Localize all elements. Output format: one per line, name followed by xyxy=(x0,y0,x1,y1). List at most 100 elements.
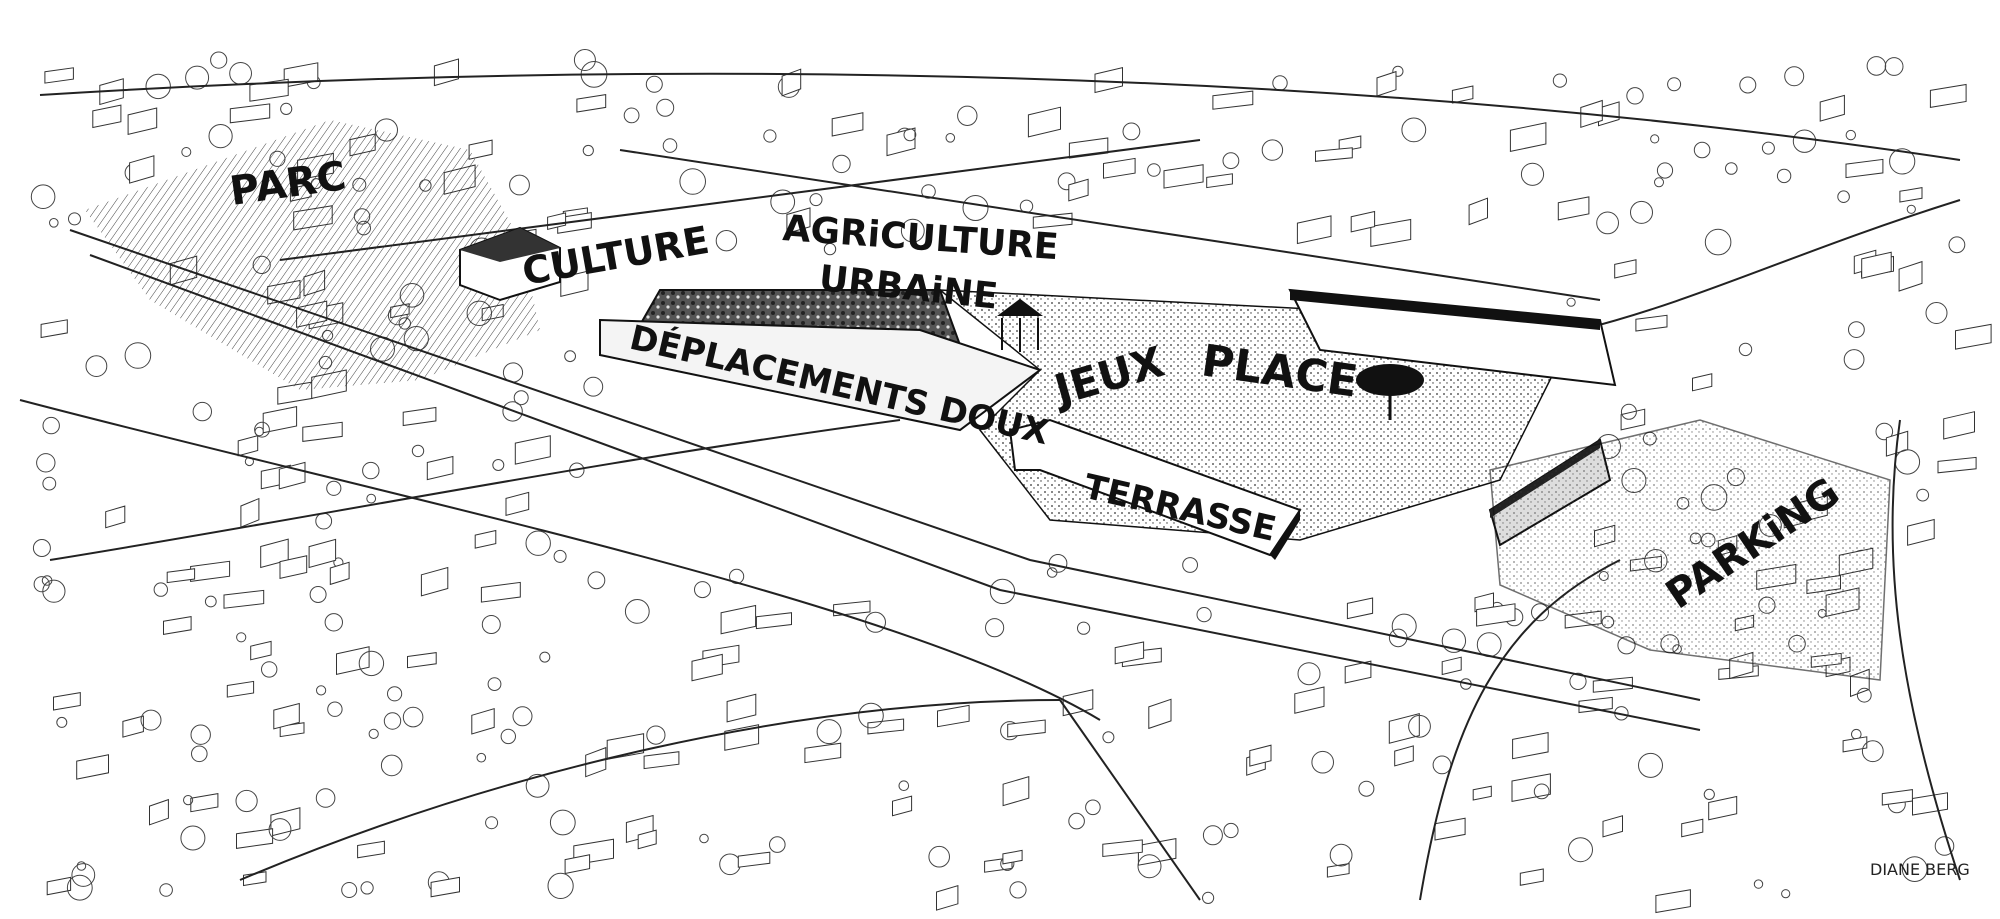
tree-mark xyxy=(564,350,576,363)
tree-mark xyxy=(985,618,1005,638)
tree-mark xyxy=(254,421,270,438)
tree-mark xyxy=(192,401,213,422)
tree-mark xyxy=(1147,163,1161,177)
tree-mark xyxy=(362,461,380,480)
tree-mark xyxy=(573,49,596,71)
tree-mark xyxy=(858,702,884,729)
house-mark xyxy=(1068,178,1089,202)
tree-mark xyxy=(159,883,173,897)
tree-mark xyxy=(153,582,169,597)
tree-mark xyxy=(42,579,66,603)
tree-mark xyxy=(549,809,576,836)
tree-mark xyxy=(928,845,951,868)
house-mark xyxy=(407,652,437,669)
house-mark xyxy=(262,405,298,434)
tree-mark xyxy=(33,576,50,593)
tree-mark xyxy=(380,754,403,777)
artist-signature: DIANE BERG xyxy=(1870,860,1970,879)
house-mark xyxy=(691,653,723,682)
tree-mark xyxy=(1948,236,1966,254)
tree-mark xyxy=(500,728,516,745)
house-mark xyxy=(1002,849,1023,865)
house-mark xyxy=(1476,603,1516,627)
house-mark xyxy=(433,58,459,87)
tree-mark xyxy=(68,212,81,226)
tree-mark xyxy=(1057,172,1076,191)
house-mark xyxy=(273,702,300,730)
tree-mark xyxy=(945,133,956,143)
house-mark xyxy=(867,718,905,735)
house-mark xyxy=(229,103,271,124)
tree-mark xyxy=(124,342,152,369)
tree-mark xyxy=(816,719,842,745)
house-mark xyxy=(1468,197,1488,226)
tree-mark xyxy=(42,476,57,491)
tree-mark xyxy=(1693,141,1711,159)
tree-mark xyxy=(71,863,96,887)
tree-mark xyxy=(1261,139,1284,161)
house-mark xyxy=(105,505,126,529)
tree-mark xyxy=(1533,783,1550,800)
tree-mark xyxy=(553,549,567,563)
tree-mark xyxy=(261,661,278,678)
house-mark xyxy=(236,828,274,849)
tree-mark xyxy=(487,677,502,691)
tree-mark xyxy=(208,124,233,149)
tree-mark xyxy=(900,218,925,243)
house-mark xyxy=(831,112,864,137)
tree-mark xyxy=(1520,162,1545,186)
tree-mark xyxy=(1761,141,1775,155)
tree-mark xyxy=(85,355,108,378)
tree-mark xyxy=(476,752,487,763)
house-mark xyxy=(474,529,497,549)
tree-mark xyxy=(1704,228,1732,256)
tree-mark xyxy=(582,144,594,157)
tree-mark xyxy=(1650,134,1660,144)
house-mark xyxy=(737,851,771,868)
house-mark xyxy=(127,107,158,136)
tree-mark xyxy=(341,882,358,898)
house-mark xyxy=(237,435,259,457)
tree-mark xyxy=(1408,714,1431,738)
tree-mark xyxy=(1875,422,1894,441)
tree-mark xyxy=(1122,122,1141,141)
tree-mark xyxy=(210,51,228,69)
tree-mark xyxy=(903,128,917,142)
tree-mark xyxy=(1102,731,1115,744)
tree-mark xyxy=(769,836,786,853)
house-mark xyxy=(1472,785,1492,801)
house-mark xyxy=(480,581,521,603)
tree-mark xyxy=(1137,854,1162,879)
tree-mark xyxy=(645,75,663,93)
tree-mark xyxy=(656,98,675,117)
gazebo xyxy=(997,298,1043,352)
house-mark xyxy=(1376,70,1397,97)
house-mark xyxy=(505,491,530,517)
tree-mark xyxy=(1784,66,1805,87)
house-mark xyxy=(1007,719,1046,738)
house-mark xyxy=(426,455,454,481)
tree-mark xyxy=(183,795,194,806)
house-mark xyxy=(1955,323,1992,350)
house-mark xyxy=(1114,641,1145,665)
house-mark xyxy=(329,561,350,586)
tree-mark xyxy=(1085,799,1101,816)
tree-mark xyxy=(646,725,666,745)
house-mark xyxy=(149,798,169,826)
tree-mark xyxy=(1667,77,1682,92)
tree-mark xyxy=(1182,557,1198,573)
house-mark xyxy=(308,538,337,569)
tree-mark xyxy=(387,686,403,702)
tree-mark xyxy=(42,416,60,435)
house-mark xyxy=(1861,251,1892,279)
tree-mark xyxy=(411,444,425,458)
house-mark xyxy=(302,421,343,442)
tree-mark xyxy=(268,818,292,841)
house-mark xyxy=(726,693,757,723)
tree-mark xyxy=(324,613,343,632)
tree-mark xyxy=(1884,57,1904,76)
tree-mark xyxy=(204,595,217,608)
tree-mark xyxy=(1077,621,1091,635)
tree-mark xyxy=(1569,672,1587,691)
house-mark xyxy=(643,751,680,770)
